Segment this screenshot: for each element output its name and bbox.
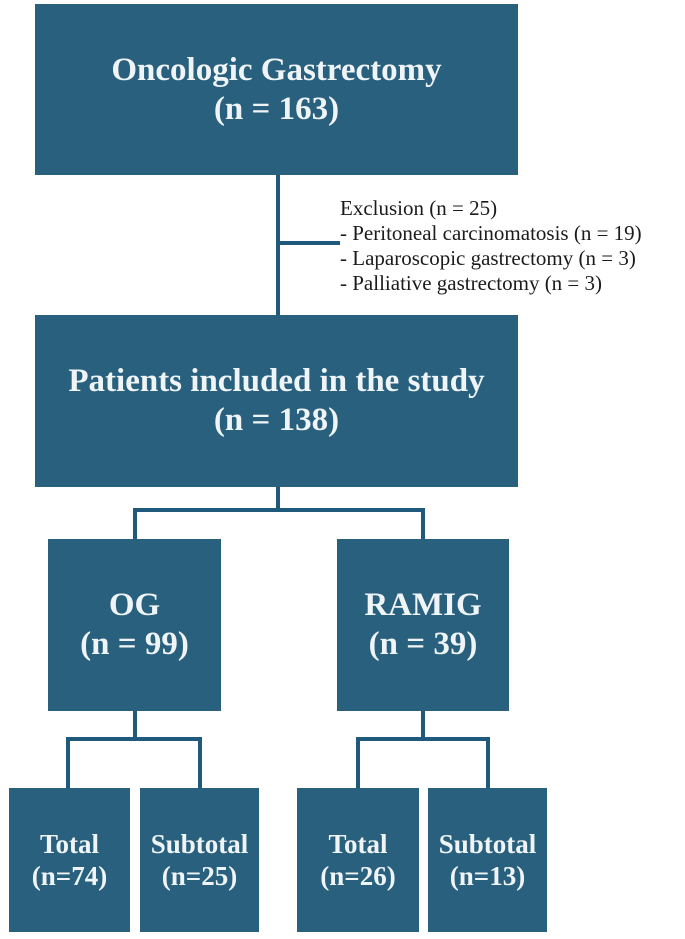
connector-drop-ramig-total	[356, 737, 360, 790]
node-og: OG (n = 99)	[48, 539, 221, 711]
connector-split-bar-og	[66, 737, 202, 741]
node-count: (n = 99)	[80, 626, 189, 662]
node-count: (n=74)	[31, 861, 108, 891]
connector-ramig-stem	[421, 710, 425, 741]
node-title: OG	[108, 587, 161, 624]
connector-split-bar-ramig	[356, 737, 490, 741]
node-title: Patients included in the study	[68, 363, 485, 400]
node-og-subtotal: Subtotal (n=25)	[140, 788, 259, 932]
node-title: Subtotal	[150, 828, 249, 859]
connector-root-to-included	[276, 174, 280, 316]
node-count: (n=25)	[161, 861, 238, 891]
connector-drop-og-total	[66, 737, 70, 790]
node-oncologic-gastrectomy: Oncologic Gastrectomy (n = 163)	[35, 4, 518, 175]
node-title: Total	[328, 828, 388, 859]
connector-drop-ramig	[421, 508, 425, 541]
connector-split-bar-level2	[133, 508, 425, 512]
connector-drop-og-subtotal	[198, 737, 202, 790]
node-count: (n = 39)	[368, 626, 478, 662]
connector-og-stem	[133, 710, 137, 741]
node-count: (n=13)	[449, 861, 526, 891]
connector-drop-og	[133, 508, 137, 541]
node-og-total: Total (n=74)	[9, 788, 130, 932]
connector-drop-ramig-subtotal	[486, 737, 490, 790]
node-ramig-total: Total (n=26)	[297, 788, 419, 932]
exclusion-note: Exclusion (n = 25) - Peritoneal carcinom…	[340, 196, 685, 296]
node-count: (n = 138)	[213, 402, 340, 438]
exclusion-item: - Laparoscopic gastrectomy (n = 3)	[340, 246, 636, 270]
node-ramig: RAMIG (n = 39)	[337, 539, 509, 711]
node-patients-included: Patients included in the study (n = 138)	[35, 315, 518, 487]
exclusion-item: - Palliative gastrectomy (n = 3)	[340, 271, 603, 295]
node-title: Total	[39, 828, 100, 859]
exclusion-item: - Peritoneal carcinomatosis (n = 19)	[340, 221, 642, 245]
exclusion-header: Exclusion (n = 25)	[340, 196, 498, 220]
node-count: (n = 163)	[213, 90, 340, 127]
node-title: Oncologic Gastrectomy	[111, 51, 442, 88]
node-title: RAMIG	[364, 587, 482, 624]
node-ramig-subtotal: Subtotal (n=13)	[428, 788, 547, 932]
node-title: Subtotal	[438, 828, 537, 859]
node-count: (n=26)	[320, 861, 396, 891]
connector-exclusion-branch	[280, 241, 340, 245]
connector-included-stem	[276, 486, 280, 512]
